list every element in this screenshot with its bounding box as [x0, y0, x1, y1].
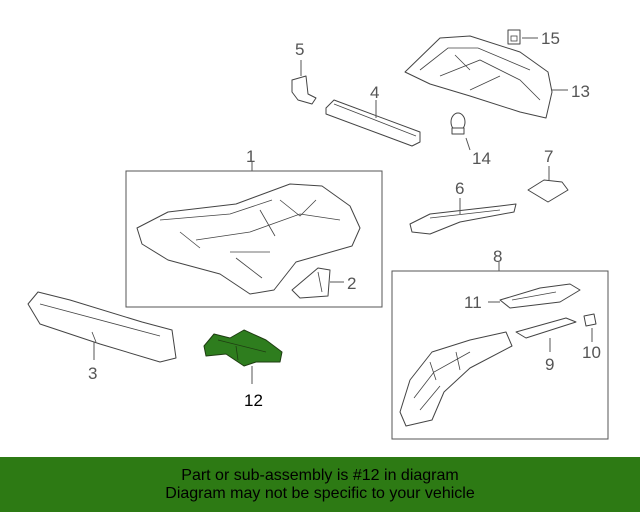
part-6-rail: 6 — [409, 179, 517, 235]
callout-5: 5 — [295, 40, 304, 59]
callout-3: 3 — [88, 364, 97, 383]
banner-line-2: Diagram may not be specific to your vehi… — [165, 484, 475, 502]
callout-8: 8 — [493, 247, 502, 266]
callout-4: 4 — [370, 83, 379, 102]
part-14-clip: 14 — [450, 112, 491, 168]
part-11-rail: 11 — [464, 283, 581, 312]
callout-11: 11 — [464, 293, 482, 312]
part-8-side-frame — [399, 331, 513, 427]
part-2-bracket: 2 — [291, 267, 356, 299]
part-9-bracket: 9 — [515, 317, 577, 374]
part-5-bracket: 5 — [291, 40, 317, 105]
part-10-clip: 10 — [582, 313, 601, 362]
callout-7: 7 — [544, 147, 553, 166]
parts-diagram: 15 13 5 4 14 1 2 — [27, 29, 609, 440]
callout-15: 15 — [541, 29, 560, 48]
info-banner: Part or sub-assembly is #12 in diagram D… — [0, 457, 640, 512]
part-3-crossmember: 3 — [27, 291, 177, 383]
callout-1: 1 — [246, 147, 255, 166]
callout-14: 14 — [472, 149, 491, 168]
part-15-clip: 15 — [507, 29, 560, 48]
part-7-bracket: 7 — [527, 147, 569, 203]
part-13-rear-panel: 13 — [404, 35, 590, 119]
banner-line-1: Part or sub-assembly is #12 in diagram — [181, 466, 459, 484]
callout-13: 13 — [571, 82, 590, 101]
callout-2: 2 — [347, 274, 356, 293]
callout-9: 9 — [545, 355, 554, 374]
part-1-floor-panel — [136, 183, 361, 295]
group-box-8 — [391, 270, 609, 440]
callout-10: 10 — [582, 343, 601, 362]
part-4-crossmember: 4 — [325, 83, 421, 147]
callout-12: 12 — [244, 391, 263, 410]
part-12-highlighted: 12 — [203, 329, 283, 410]
group-box-1 — [125, 170, 383, 308]
callout-6: 6 — [455, 179, 464, 198]
